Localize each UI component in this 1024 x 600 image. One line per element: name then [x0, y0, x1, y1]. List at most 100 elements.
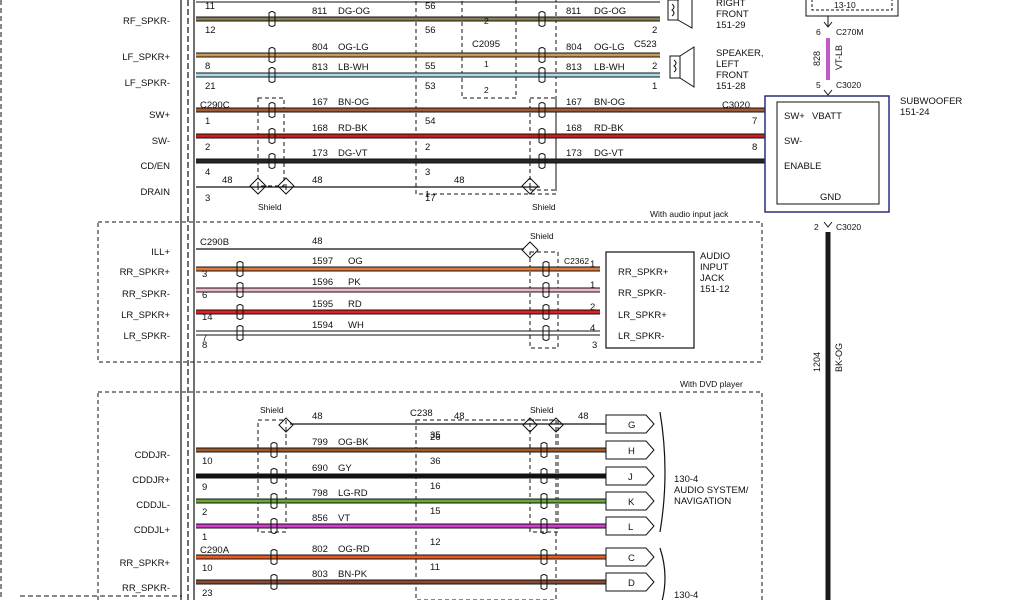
ground-arrow	[823, 221, 833, 228]
pin-label-lr-spkr-minus: LR_SPKR-	[124, 331, 170, 342]
wire-upper-circuit2-5: 173	[566, 148, 582, 159]
dvd-region	[97, 391, 763, 600]
wire-upper-circuit2-1: 804	[566, 42, 582, 53]
crimp-dvd-4	[270, 518, 278, 534]
wire-upper-pin-mid-1: 55	[425, 61, 436, 72]
top-box-label: 13-10	[834, 0, 856, 10]
wire-upper-pin-mid-3: 54	[425, 116, 436, 127]
crimp-jack-b-4	[542, 325, 550, 341]
wire-upper-pin-left-5: 4	[205, 167, 210, 178]
audio-jack-box	[605, 251, 695, 349]
dvd-connector-J	[605, 466, 655, 486]
crimp-dvd-b-5	[540, 549, 548, 565]
crimp-upper-b-3	[538, 102, 546, 118]
dvd-wire-circuit-0: 48	[312, 411, 323, 422]
audio-jack-title2: INPUT	[700, 262, 729, 273]
sub-pin-gnd: GND	[820, 192, 841, 203]
wire-upper-pin-left-0: 12	[205, 25, 216, 36]
sub-pin-vbatt: VBATT	[812, 111, 842, 122]
drain-circuit-2: 48	[312, 175, 323, 186]
wire-upper-color-1: OG-LG	[338, 42, 369, 53]
sub-pin-sw-plus: SW+	[784, 111, 805, 122]
pin-label-rr-spkr-plus-b: RR_SPKR+	[120, 558, 171, 569]
connector-c3020-bottom: C3020	[836, 222, 861, 232]
pin-label-drain: DRAIN	[140, 187, 170, 198]
speaker-lf-line3: FRONT	[716, 70, 749, 81]
wire-upper-pin-left-6: 3	[205, 193, 210, 204]
crimp-dvd-1	[270, 442, 278, 458]
speaker-rf-line2: FRONT	[716, 9, 749, 20]
wire-upper-circuit-0: 811	[312, 6, 327, 17]
ground-circuit: 1204	[812, 352, 822, 372]
jack-wire-circuit-3: 1595	[312, 299, 333, 310]
dvd-pin-mid-4: 15	[430, 506, 441, 517]
audio-jack-heading: With audio input jack	[650, 209, 729, 219]
dvd-connector-label-H: H	[628, 446, 635, 457]
dvd-pin-left-3: 2	[202, 507, 207, 518]
dvd-connector-label-C: C	[628, 553, 635, 564]
dvd-connector-label-K: K	[628, 497, 635, 508]
wire-upper-pin-right-0: 2	[652, 25, 657, 36]
connector-c290b: C290B	[200, 237, 229, 248]
crimp-jack-2	[236, 282, 244, 298]
jack-pin-left-3: 14	[202, 312, 213, 323]
shield-symbol-1	[249, 177, 295, 195]
wire-upper-circuit2-2: 813	[566, 62, 582, 73]
shield-label-4: Shield	[260, 405, 284, 415]
jack-pin-right-5: 3	[592, 340, 597, 351]
dvd-pin-left-2: 9	[202, 482, 207, 493]
pin-label-cddjr-minus: CDDJR-	[135, 450, 170, 461]
wire-upper-pin-right-2: 1	[652, 81, 657, 92]
jack-wire-circuit-0: 48	[312, 236, 323, 247]
wire-upper-circuit2-0: 811	[566, 6, 581, 17]
speaker-lf-line1: SPEAKER,	[716, 48, 764, 59]
dvd-pin-left-6: 23	[202, 588, 213, 599]
jack-wire-circuit-2: 1596	[312, 277, 333, 288]
wire-upper-pin-left-4: 2	[205, 142, 210, 153]
shield-label-2: Shield	[532, 202, 556, 212]
wire-upper-circuit-1: 804	[312, 42, 328, 53]
wire-upper-color-5: DG-VT	[338, 148, 368, 159]
crimp-jack-3	[236, 304, 244, 320]
wire-upper-color2-0: DG-OG	[594, 6, 626, 17]
dvd-wire-color-6: BN-PK	[338, 569, 368, 580]
top-box-inner	[811, 0, 893, 11]
speaker-right-front-icon	[667, 0, 693, 29]
ground-color: BK-OG	[834, 343, 844, 372]
crimp-dvd-b-3	[540, 493, 548, 509]
dvd-connector-D	[605, 572, 655, 592]
crimp-jack-b-3	[542, 304, 550, 320]
crimp-upper-a-2	[268, 67, 276, 83]
dvd-wire-circuit-right-0: 48	[578, 411, 589, 422]
dvd-wire-circuit-3: 798	[312, 488, 328, 499]
dvd-pin-left-1: 10	[202, 456, 213, 467]
audio-jack-ref: 151-12	[700, 284, 730, 295]
drain-circuit-3: 48	[454, 175, 465, 186]
vtlb-color: VT-LB	[834, 45, 844, 70]
dvd-wire-color-3: LG-RD	[338, 488, 368, 499]
crimp-dvd-6	[270, 574, 278, 590]
dvd-system-line3: NAVIGATION	[674, 496, 731, 507]
dvd-connector-label-J: J	[628, 472, 633, 483]
subwoofer-title: SUBWOOFER	[900, 96, 962, 107]
crimp-dvd-b-4	[540, 518, 548, 534]
shield-symbol-3	[521, 241, 539, 259]
dvd-wire-circuit-2: 690	[312, 463, 328, 474]
top-box-outer	[805, 0, 899, 17]
jack-pin-lr-minus: LR_SPKR-	[618, 331, 664, 342]
dvd-connector-label-D: D	[628, 578, 635, 589]
connector-c290c: C290C	[200, 100, 230, 111]
subwoofer-inner	[776, 101, 880, 205]
connector-c270m: C270M	[836, 27, 863, 37]
wire-upper-pin-mid-2: 53	[425, 81, 436, 92]
audio-jack-title1: AUDIO	[700, 251, 730, 262]
crimp-jack-1	[236, 261, 244, 277]
crimp-dvd-5	[270, 549, 278, 565]
shield-box-upper-right	[529, 97, 557, 191]
jack-pin-left-5: 8	[202, 340, 207, 351]
jack-wire-color-4: WH	[348, 320, 364, 331]
crimp-dvd-b-2	[540, 468, 548, 484]
connector-c523: C523	[634, 39, 657, 50]
dvd-pin-mid-1: 35	[430, 430, 441, 441]
